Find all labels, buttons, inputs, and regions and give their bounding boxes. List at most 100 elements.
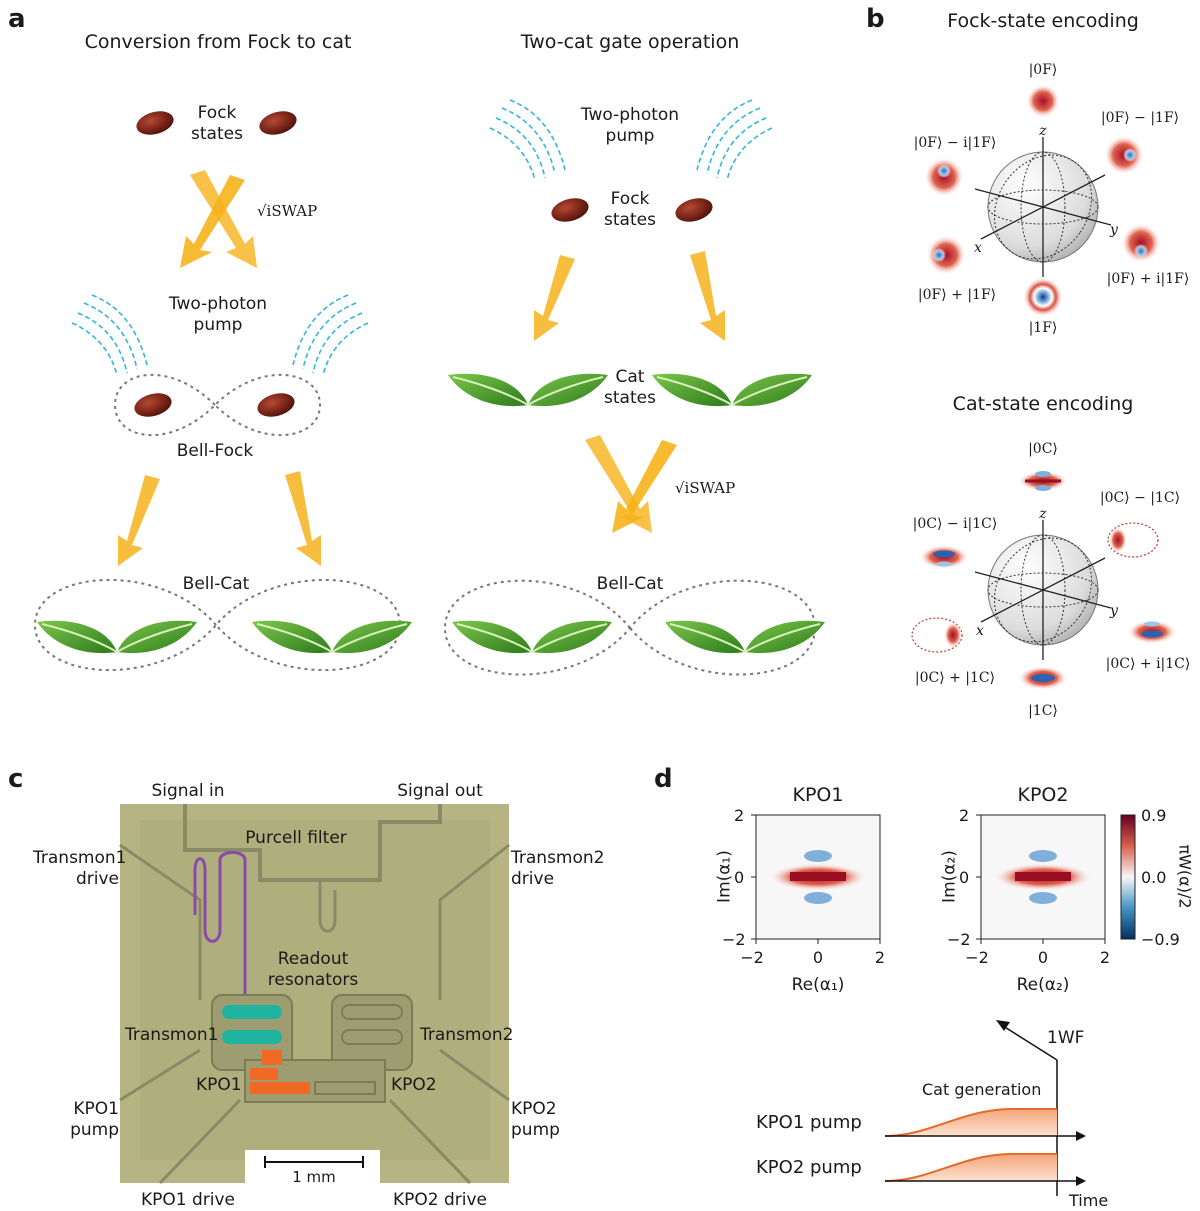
ket-cat-top: |0C⟩: [1028, 441, 1058, 457]
wigner-fock-bottom-left-spot: [932, 248, 946, 262]
kpo2-ytick-mid: 0: [959, 868, 970, 887]
panel-b-fock: [924, 84, 1161, 317]
bell-cat-loop-right: [443, 579, 817, 676]
swap-arrow-1: [180, 175, 245, 268]
wigner-fock-right-spot: [1134, 244, 1148, 258]
kpo1-drive-label: KPO1 drive: [140, 1190, 236, 1210]
cat-leaves-6: [664, 619, 826, 655]
ket-fock-top: |0F⟩: [1028, 62, 1058, 78]
kpo1-ytick-bottom: −2: [722, 930, 746, 949]
scale-bar-box: [245, 1150, 380, 1183]
kpo1-ytick-mid: 0: [734, 868, 745, 887]
purcell-filter-label: Purcell filter: [245, 828, 347, 848]
kpo1-xtick-right: 2: [874, 948, 886, 967]
kpo2-drive-label: KPO2 drive: [392, 1190, 488, 1210]
axis-x-cat: x: [976, 623, 984, 639]
scale-bar-label: 1 mm: [292, 1168, 336, 1186]
fock-seed-right: [256, 107, 300, 139]
transmon1-pad-top: [222, 1005, 282, 1019]
cat-leaves-4: [651, 372, 813, 408]
kpo2-xtick-right: 2: [1099, 948, 1111, 967]
kpo1-xtick-left: −2: [740, 948, 764, 967]
bell-fock-loop: [113, 373, 322, 437]
arrow-down-right: [285, 471, 321, 566]
kpo1-pad: [250, 1068, 278, 1080]
ket-fock-bottom: |1F⟩: [1028, 320, 1058, 336]
panel-a-left: [33, 107, 413, 672]
panel-label-a: a: [8, 4, 26, 34]
swap-arrow-4: [585, 435, 652, 533]
kpo1-pump-timing-label: KPO1 pump: [756, 1112, 862, 1133]
panel-b-cat: [911, 471, 1177, 690]
axis-x-fock: x: [974, 240, 982, 256]
ket-cat-bottom-left: |0C⟩ + |1C⟩: [914, 670, 996, 686]
bell-fock-seed-left: [131, 389, 175, 421]
kpo1-xlabel: Re(α₁): [791, 975, 845, 995]
wigner-cat-top-right: [1107, 522, 1159, 558]
colorbar: [1120, 814, 1136, 940]
kpo2-xtick-left: −2: [965, 948, 989, 967]
panel-a-left-title: Conversion from Fock to cat: [84, 31, 352, 53]
fock-seed-left-2: [548, 194, 592, 226]
colorbar-tick-top: 0.9: [1141, 806, 1167, 825]
chip-image: [119, 804, 510, 1185]
pump-left: [71, 294, 148, 376]
axis-y-fock: y: [1110, 222, 1118, 238]
wigner-fock-right: [1121, 223, 1161, 263]
cat-leaves-1: [36, 619, 198, 655]
kpo1-ytick-top: 2: [734, 806, 745, 825]
colorbar-tick-mid: 0.0: [1141, 868, 1167, 887]
kpo2-pump-timing-label: KPO2 pump: [756, 1157, 862, 1178]
cat-leaves-2: [251, 619, 413, 655]
kpo2-ytick-top: 2: [959, 806, 970, 825]
kpo1-ylabel: Im(α₁): [714, 850, 735, 903]
panel-label-c: c: [8, 764, 24, 794]
kpo2-ytick-bottom: −2: [947, 930, 971, 949]
axis-y-cat: y: [1110, 603, 1118, 619]
ket-cat-bottom: |1C⟩: [1028, 703, 1058, 719]
panel-label-b: b: [866, 4, 885, 34]
arrow-down-right-2: [690, 251, 725, 341]
kpo1-pump-fill: [885, 1109, 1057, 1136]
bell-fock-label: Bell-Fock: [176, 441, 254, 461]
kpo2-xtick-mid: 0: [1037, 948, 1049, 967]
bell-cat-label-1: Bell-Cat: [182, 574, 250, 594]
fock-seed-left: [133, 107, 177, 139]
wigner-cat-bottom: [1018, 666, 1068, 690]
swap-arrow-3: [612, 440, 677, 533]
wigner-plot-kpo1: [751, 814, 881, 944]
signal-out-label: Signal out: [397, 781, 483, 801]
ket-cat-top-right: |0C⟩ − |1C⟩: [1099, 490, 1181, 506]
panel-a-right-title: Two-cat gate operation: [520, 31, 740, 53]
timing-diagram: [884, 1020, 1086, 1196]
axis-z-fock: z: [1039, 123, 1047, 139]
ket-fock-bottom-left: |0F⟩ + |1F⟩: [917, 287, 997, 303]
kpo2-label: KPO2: [391, 1075, 437, 1095]
pump-left-2: [489, 99, 566, 181]
transmon2-label: Transmon2: [420, 1025, 514, 1045]
bell-cat-label-2: Bell-Cat: [596, 574, 664, 594]
cat-encoding-title: Cat-state encoding: [952, 393, 1134, 415]
panel-a-right: [443, 99, 826, 676]
arrow-down-left: [118, 475, 160, 566]
wigner-plot-kpo2: [976, 814, 1106, 944]
kpo1-label: KPO1: [196, 1075, 242, 1095]
kpo2-pump-fill: [885, 1154, 1057, 1181]
transmon1-pad-bottom: [222, 1030, 282, 1044]
bell-cat-loop-left: [33, 578, 402, 672]
swap-arrow-2: [190, 170, 257, 268]
purcell-resonator: [193, 851, 247, 995]
wigner-fock-bottom: [1023, 277, 1063, 317]
wigner-cat-top: [1018, 471, 1068, 491]
arrow-down-left-2: [534, 255, 575, 341]
ket-cat-right: |0C⟩ + i|1C⟩: [1105, 656, 1191, 672]
